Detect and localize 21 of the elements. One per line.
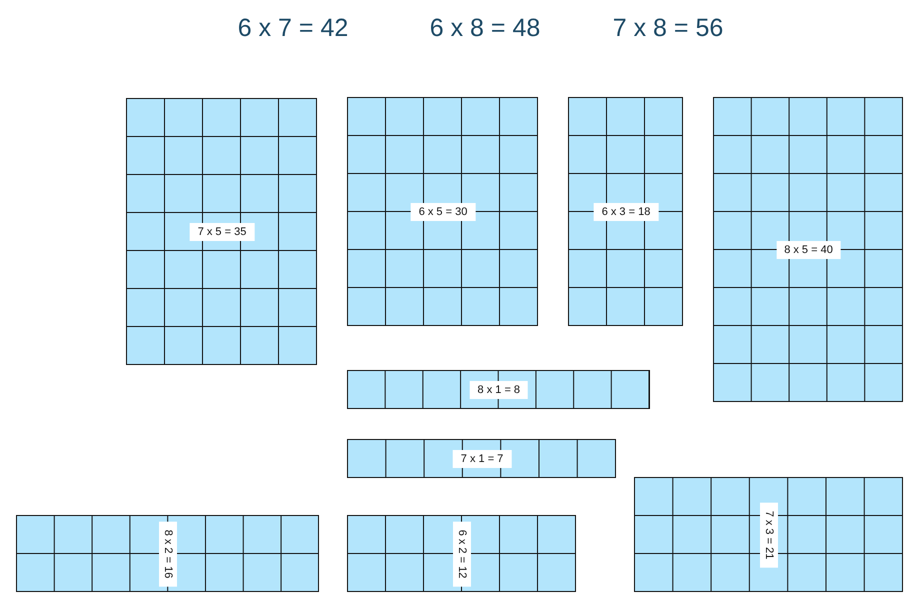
equation-heading: 6 x 8 = 48 bbox=[430, 14, 540, 43]
equation-label: 6 x 5 = 30 bbox=[410, 203, 476, 221]
unit-grid bbox=[347, 97, 538, 326]
equation-label: 8 x 5 = 40 bbox=[776, 241, 841, 259]
unit-grid bbox=[126, 98, 317, 365]
unit-grid bbox=[347, 515, 576, 592]
equation-label: 7 x 1 = 7 bbox=[452, 450, 512, 468]
unit-grid bbox=[634, 477, 904, 592]
equation-label: 6 x 2 = 12 bbox=[453, 522, 471, 586]
equation-label: 8 x 2 = 16 bbox=[159, 522, 178, 586]
unit-grid bbox=[347, 439, 616, 478]
equation-label: 8 x 1 = 8 bbox=[470, 381, 528, 399]
unit-grid bbox=[713, 97, 903, 402]
unit-grid bbox=[568, 97, 683, 326]
equation-label: 7 x 3 = 21 bbox=[760, 502, 778, 568]
equation-heading: 7 x 8 = 56 bbox=[612, 14, 724, 43]
equation-label: 7 x 5 = 35 bbox=[190, 223, 254, 241]
unit-grid bbox=[16, 515, 320, 592]
unit-grid bbox=[347, 370, 650, 409]
equation-label: 6 x 3 = 18 bbox=[594, 203, 658, 221]
equation-heading: 6 x 7 = 42 bbox=[238, 14, 348, 43]
